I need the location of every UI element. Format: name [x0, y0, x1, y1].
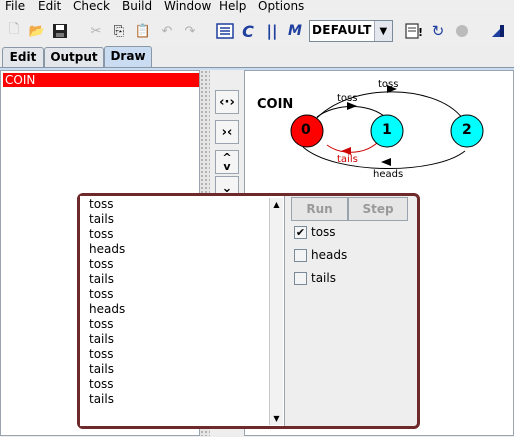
- edge-arrow: [341, 147, 351, 155]
- target-select[interactable]: DEFAULT ▼: [309, 20, 393, 42]
- undo-icon[interactable]: ↶: [161, 23, 173, 39]
- menu-check[interactable]: Check: [73, 0, 110, 13]
- list-window-icon[interactable]: [215, 21, 235, 41]
- copy-icon[interactable]: ⎘: [113, 23, 125, 39]
- tab-draw[interactable]: Draw: [104, 46, 152, 68]
- trace-item: toss: [89, 377, 114, 391]
- target-select-value: DEFAULT: [310, 21, 375, 41]
- scroll-down-icon[interactable]: ▼: [273, 414, 280, 423]
- trace-item: tails: [89, 212, 114, 226]
- trace-list[interactable]: toss tails toss heads toss tails toss he…: [80, 196, 285, 426]
- trace-item: tails: [89, 392, 114, 406]
- trace-item: toss: [89, 287, 114, 301]
- scroll-up-icon[interactable]: ▲: [273, 200, 280, 209]
- state-1[interactable]: [370, 114, 404, 148]
- trace-item: toss: [89, 227, 114, 241]
- state-0-label: 0: [301, 122, 311, 138]
- menubar: File Edit Check Build Window Help Option…: [0, 0, 514, 14]
- edge-label-toss-top: toss: [378, 79, 399, 90]
- edge-label-tails: tails: [337, 154, 358, 165]
- action-check-label: tails: [311, 271, 336, 285]
- menu-options[interactable]: Options: [258, 0, 305, 13]
- run-button[interactable]: Run: [291, 197, 348, 221]
- trace-item: tails: [89, 362, 114, 376]
- lts-diagram: [290, 85, 484, 169]
- action-check-tails[interactable]: tails: [294, 271, 336, 285]
- tab-output[interactable]: Output: [44, 47, 104, 67]
- trace-item: heads: [89, 302, 126, 316]
- trace-item: toss: [89, 347, 114, 361]
- safety-check-icon[interactable]: !: [404, 21, 424, 41]
- checkbox-icon[interactable]: [294, 248, 307, 262]
- new-file-icon[interactable]: 🗋: [8, 22, 20, 37]
- animator-controls: Run Step ✔ toss heads tails: [288, 196, 418, 426]
- action-check-label: heads: [311, 248, 348, 262]
- action-check-heads[interactable]: heads: [294, 248, 347, 262]
- edge-arrow: [347, 102, 357, 110]
- trace-item: tails: [89, 272, 114, 286]
- trace-item: toss: [89, 257, 114, 271]
- checkbox-checked-icon[interactable]: ✔: [294, 225, 307, 239]
- state-1-label: 1: [382, 122, 392, 138]
- edge-label-heads: heads: [373, 169, 404, 180]
- save-icon[interactable]: [50, 21, 70, 41]
- menu-help[interactable]: Help: [219, 0, 247, 13]
- action-check-toss[interactable]: ✔ toss: [294, 225, 336, 239]
- paste-icon[interactable]: 📋: [134, 23, 152, 39]
- edge-arrow: [387, 85, 397, 93]
- parallel-icon[interactable]: ||: [266, 22, 278, 40]
- trace-item: toss: [89, 197, 114, 211]
- edge-1-0-tails: [326, 142, 378, 153]
- step-button[interactable]: Step: [348, 197, 408, 221]
- diagram-title: COIN: [257, 97, 294, 112]
- toolbar: 🗋 📂 ✂ ⎘ 📋 ↶ ↷ C || M DEFAULT ▼ ! ↻: [0, 16, 514, 46]
- tab-strip-line: [0, 67, 514, 70]
- menu-window[interactable]: Window: [164, 0, 212, 13]
- expand-vertical-icon[interactable]: ^v: [215, 150, 239, 174]
- checkbox-icon[interactable]: [294, 271, 307, 285]
- edge-arrow: [381, 158, 391, 166]
- state-0[interactable]: [290, 114, 324, 148]
- menu-file[interactable]: File: [5, 0, 26, 13]
- compile-icon[interactable]: C: [242, 21, 254, 41]
- stop-icon[interactable]: [452, 21, 472, 41]
- blue-arrow-icon[interactable]: [488, 21, 508, 41]
- trace-item: toss: [89, 317, 114, 331]
- expand-horizontal-icon[interactable]: ‹·›: [215, 90, 239, 114]
- edge-2-0-heads: [302, 146, 466, 169]
- trace-item: heads: [89, 242, 126, 256]
- menu-build[interactable]: Build: [122, 0, 153, 13]
- tab-edit[interactable]: Edit: [2, 47, 44, 67]
- svg-text:!: !: [418, 26, 423, 39]
- run-animate-icon[interactable]: ↻: [431, 22, 445, 40]
- edge-label-toss-mid: toss: [337, 93, 358, 104]
- chevron-down-icon[interactable]: ▼: [374, 21, 392, 41]
- state-2-label: 2: [462, 122, 472, 138]
- process-item-coin[interactable]: COIN: [3, 73, 199, 87]
- trace-scrollbar[interactable]: ▲ ▼: [269, 198, 283, 425]
- state-2[interactable]: [450, 114, 484, 148]
- animator-dialog: toss tails toss heads toss tails toss he…: [77, 193, 420, 429]
- trace-item: tails: [89, 332, 114, 346]
- menu-edit[interactable]: Edit: [38, 0, 62, 13]
- action-check-label: toss: [311, 225, 336, 239]
- cut-icon[interactable]: ✂: [90, 23, 102, 39]
- redo-icon[interactable]: ↷: [184, 23, 196, 39]
- shrink-horizontal-icon[interactable]: ›‹: [215, 120, 239, 144]
- minimise-icon[interactable]: M: [288, 23, 302, 39]
- open-folder-icon[interactable]: 📂: [28, 23, 46, 39]
